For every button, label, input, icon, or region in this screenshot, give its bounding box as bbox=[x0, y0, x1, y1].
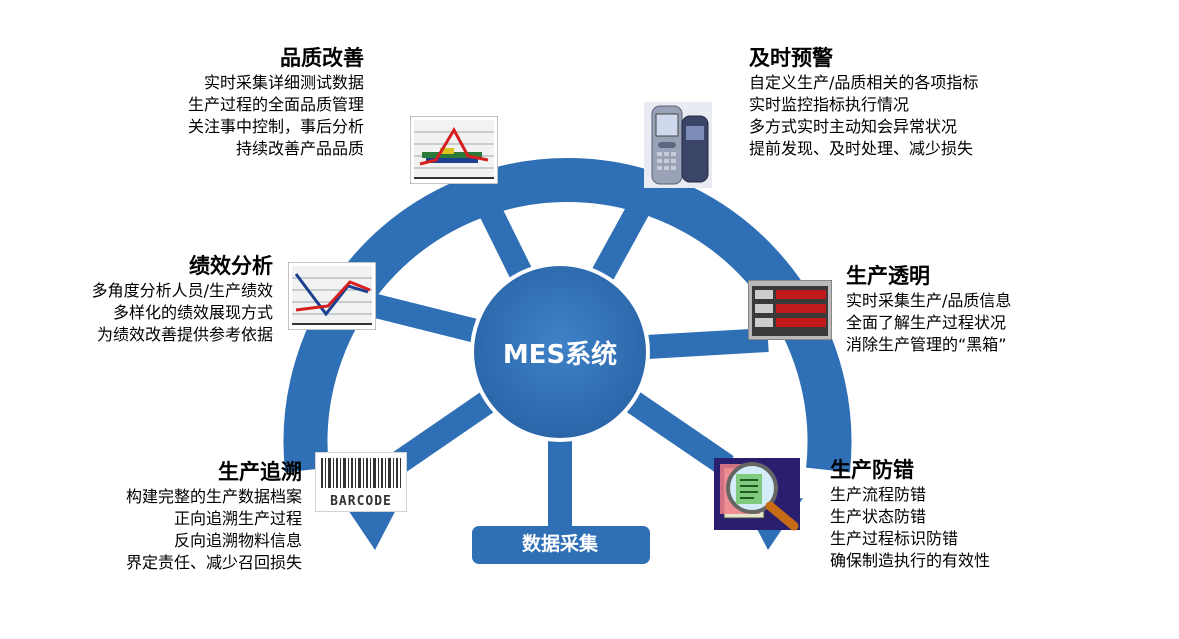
transparency-line: 实时采集生产/品质信息 bbox=[846, 291, 1012, 310]
electronic-board-icon bbox=[748, 280, 832, 340]
traceability-line: 界定责任、减少召回损失 bbox=[125, 553, 302, 572]
warning-line: 自定义生产/品质相关的各项指标 bbox=[749, 73, 979, 92]
block-performance: 绩效分析 多角度分析人员/生产绩效 多样化的绩效展现方式 为绩效改善提供参考依据 bbox=[92, 252, 273, 346]
magnifier-icon bbox=[714, 458, 800, 531]
traceability-line: 正向追溯生产过程 bbox=[173, 509, 302, 528]
hub-circle bbox=[470, 262, 650, 442]
performance-chart-icon bbox=[288, 262, 376, 330]
warning-line: 多方式实时主动知会异常状况 bbox=[749, 117, 958, 136]
block-quality: 品质改善 实时采集详细测试数据 生产过程的全面品质管理 关注事中控制，事后分析 … bbox=[188, 44, 364, 160]
errorproof-line: 生产状态防错 bbox=[830, 507, 927, 526]
performance-title: 绩效分析 bbox=[189, 254, 273, 278]
block-errorproof: 生产防错 生产流程防错 生产状态防错 生产过程标识防错 确保制造执行的有效性 bbox=[830, 456, 990, 572]
errorproof-line: 确保制造执行的有效性 bbox=[830, 551, 991, 570]
block-warning: 及时预警 自定义生产/品质相关的各项指标 实时监控指标执行情况 多方式实时主动知… bbox=[749, 44, 978, 160]
performance-line: 多样化的绩效展现方式 bbox=[112, 303, 273, 322]
errorproof-line: 生产过程标识防错 bbox=[830, 529, 959, 548]
warning-title: 及时预警 bbox=[749, 46, 833, 70]
collect-bar bbox=[472, 526, 650, 564]
performance-line: 为绩效改善提供参考依据 bbox=[96, 325, 273, 344]
warning-line: 提前发现、及时处理、减少损失 bbox=[749, 139, 974, 158]
mobile-phone-icon bbox=[644, 102, 712, 188]
traceability-line: 构建完整的生产数据档案 bbox=[125, 487, 302, 506]
warning-line: 实时监控指标执行情况 bbox=[749, 95, 910, 114]
errorproof-line: 生产流程防错 bbox=[830, 485, 927, 504]
transparency-title: 生产透明 bbox=[846, 264, 930, 288]
quality-line: 关注事中控制，事后分析 bbox=[187, 117, 364, 136]
transparency-line: 全面了解生产过程状况 bbox=[846, 313, 1007, 332]
barcode-text: BARCODE bbox=[330, 494, 392, 509]
quality-line: 持续改善产品品质 bbox=[235, 139, 364, 158]
quality-chart-icon bbox=[410, 116, 498, 184]
quality-line: 实时采集详细测试数据 bbox=[203, 73, 364, 92]
traceability-line: 反向追溯物料信息 bbox=[173, 531, 302, 550]
quality-line: 生产过程的全面品质管理 bbox=[187, 95, 364, 114]
mes-system-label: MES系统 bbox=[502, 340, 618, 370]
performance-line: 多角度分析人员/生产绩效 bbox=[91, 281, 273, 300]
quality-title: 品质改善 bbox=[280, 46, 364, 70]
errorproof-title: 生产防错 bbox=[830, 458, 914, 482]
transparency-line: 消除生产管理的“黑箱” bbox=[846, 335, 1007, 354]
block-traceability: 生产追溯 构建完整的生产数据档案 正向追溯生产过程 反向追溯物料信息 界定责任、… bbox=[126, 458, 302, 574]
barcode-icon: BARCODE bbox=[315, 452, 407, 512]
block-transparency: 生产透明 实时采集生产/品质信息 全面了解生产过程状况 消除生产管理的“黑箱” bbox=[846, 262, 1011, 356]
data-collection-label: 数据采集 bbox=[521, 533, 598, 555]
traceability-title: 生产追溯 bbox=[218, 460, 302, 484]
